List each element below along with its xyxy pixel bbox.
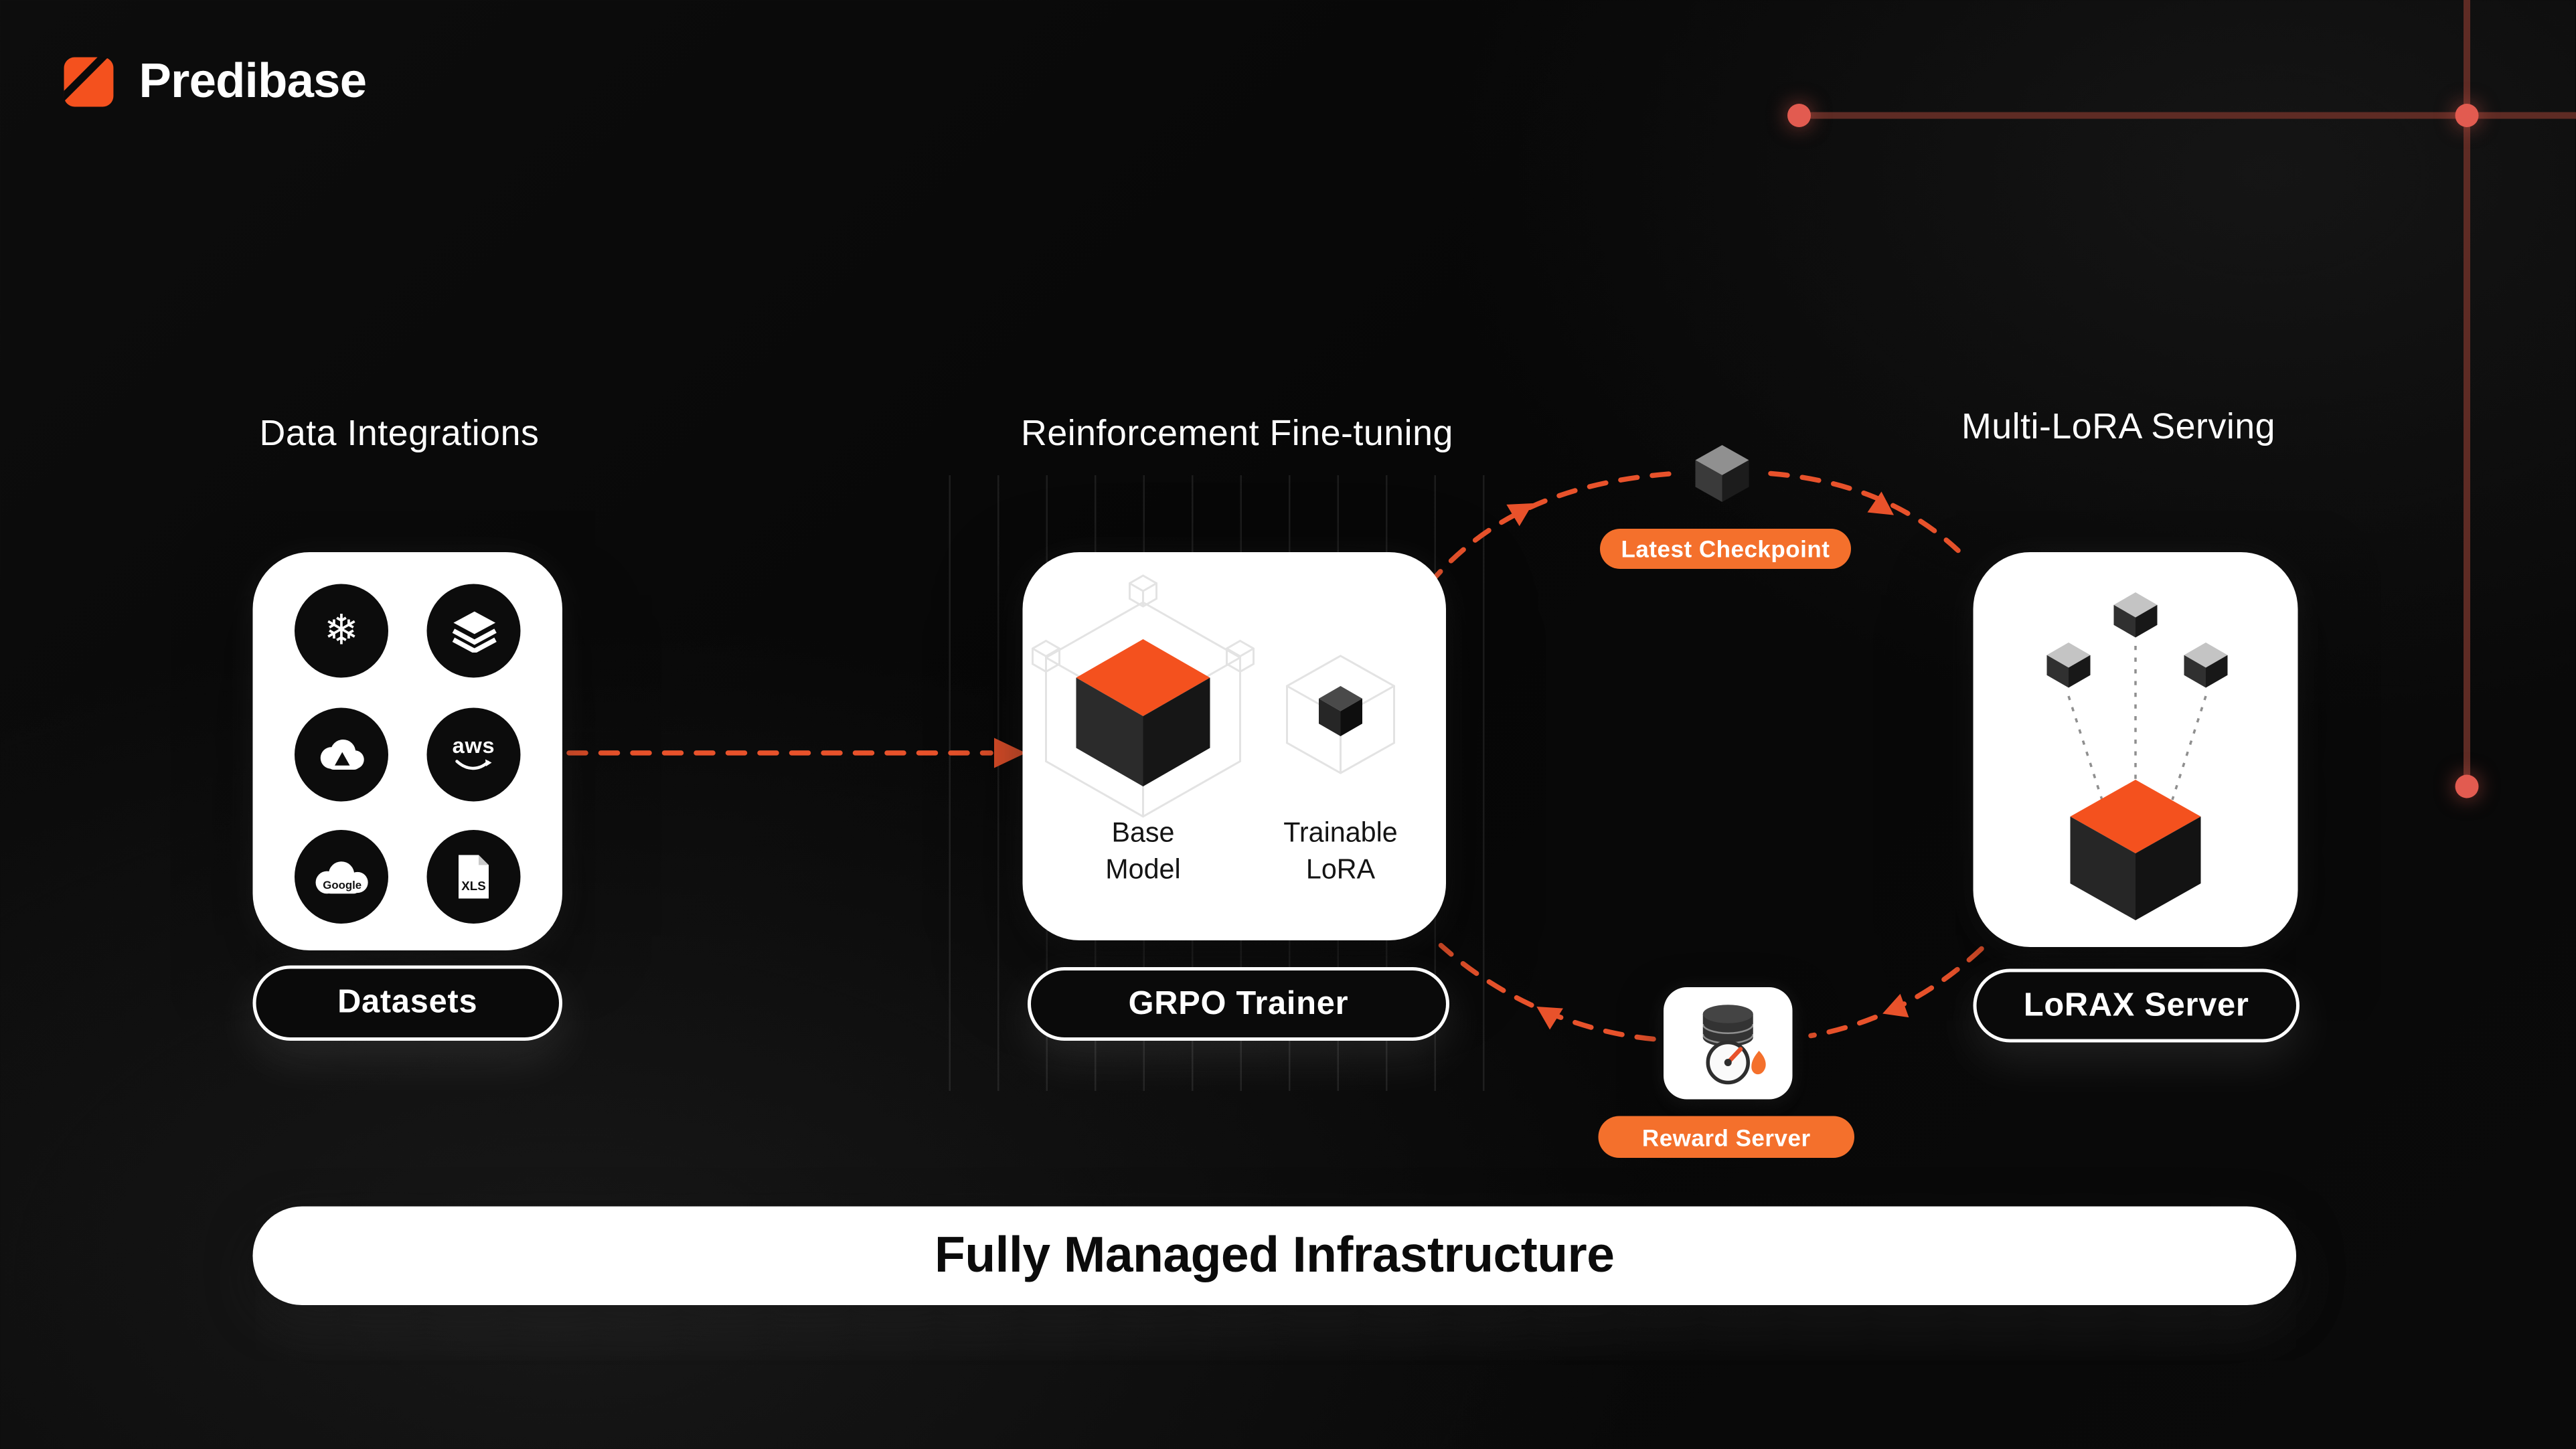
brand: Predibase [57,50,368,114]
flow-arc-server-to-reward [1808,946,1984,1039]
databricks-layers-icon [426,584,521,678]
arrowhead [1867,491,1895,515]
arrowhead [1882,993,1909,1018]
integration-icon-grid: ❄ aws [253,552,563,950]
base-model-label: Base Model [1105,818,1181,885]
decor-dot [1787,102,1811,126]
lorax-server-pill: LoRAX Server [1973,968,2300,1043]
datasets-pill: Datasets [252,965,562,1041]
decor-dot [2455,102,2479,126]
arrowhead [994,738,1026,768]
arrowhead [1536,1006,1563,1030]
decor-line-vertical [2464,0,2470,790]
grpo-trainer-card: Base Model Trainable LoRA [1022,552,1446,940]
cloud-storage-icon [295,707,388,801]
flow-arc-checkpoint-to-server [1768,471,1961,553]
reward-server-icon [1664,987,1793,1100]
arrowhead [1506,503,1534,527]
trainable-lora-label: Trainable LoRA [1283,818,1398,885]
aws-icon: aws [426,707,521,801]
reward-server-badge: Reward Server [1598,1116,1854,1158]
flow-arc-trainer-to-checkpoint [1427,471,1676,587]
decor-dot [2455,774,2479,798]
decor-line-horizontal [1795,112,2576,118]
predibase-logo-icon [57,50,120,114]
section-title-reinforcement-fine-tuning: Reinforcement Fine-tuning [1021,413,1453,454]
lora-adapter-cube [2046,592,2228,688]
base-serving-cube [2070,780,2201,920]
grpo-trainer-pill: GRPO Trainer [1028,967,1449,1041]
snowflake-icon: ❄ [295,584,388,678]
svg-text:Google: Google [323,878,361,891]
section-title-multi-lora-serving: Multi-LoRA Serving [1961,406,2276,447]
data-integrations-card: ❄ aws [252,552,563,950]
section-title-data-integrations: Data Integrations [259,413,540,454]
multi-lora-serving-card [1973,552,2298,947]
lora-serving-cubes [2046,592,2228,920]
fully-managed-infrastructure-banner: Fully Managed Infrastructure [252,1206,2296,1305]
brand-name: Predibase [139,54,368,108]
checkpoint-cube-icon [1686,438,1759,509]
base-model-and-lora-cubes [1032,574,1395,818]
google-cloud-icon: Google [295,830,388,924]
xls-file-icon: XLS [426,830,521,924]
latest-checkpoint-badge: Latest Checkpoint [1600,529,1851,569]
svg-text:XLS: XLS [461,879,485,893]
